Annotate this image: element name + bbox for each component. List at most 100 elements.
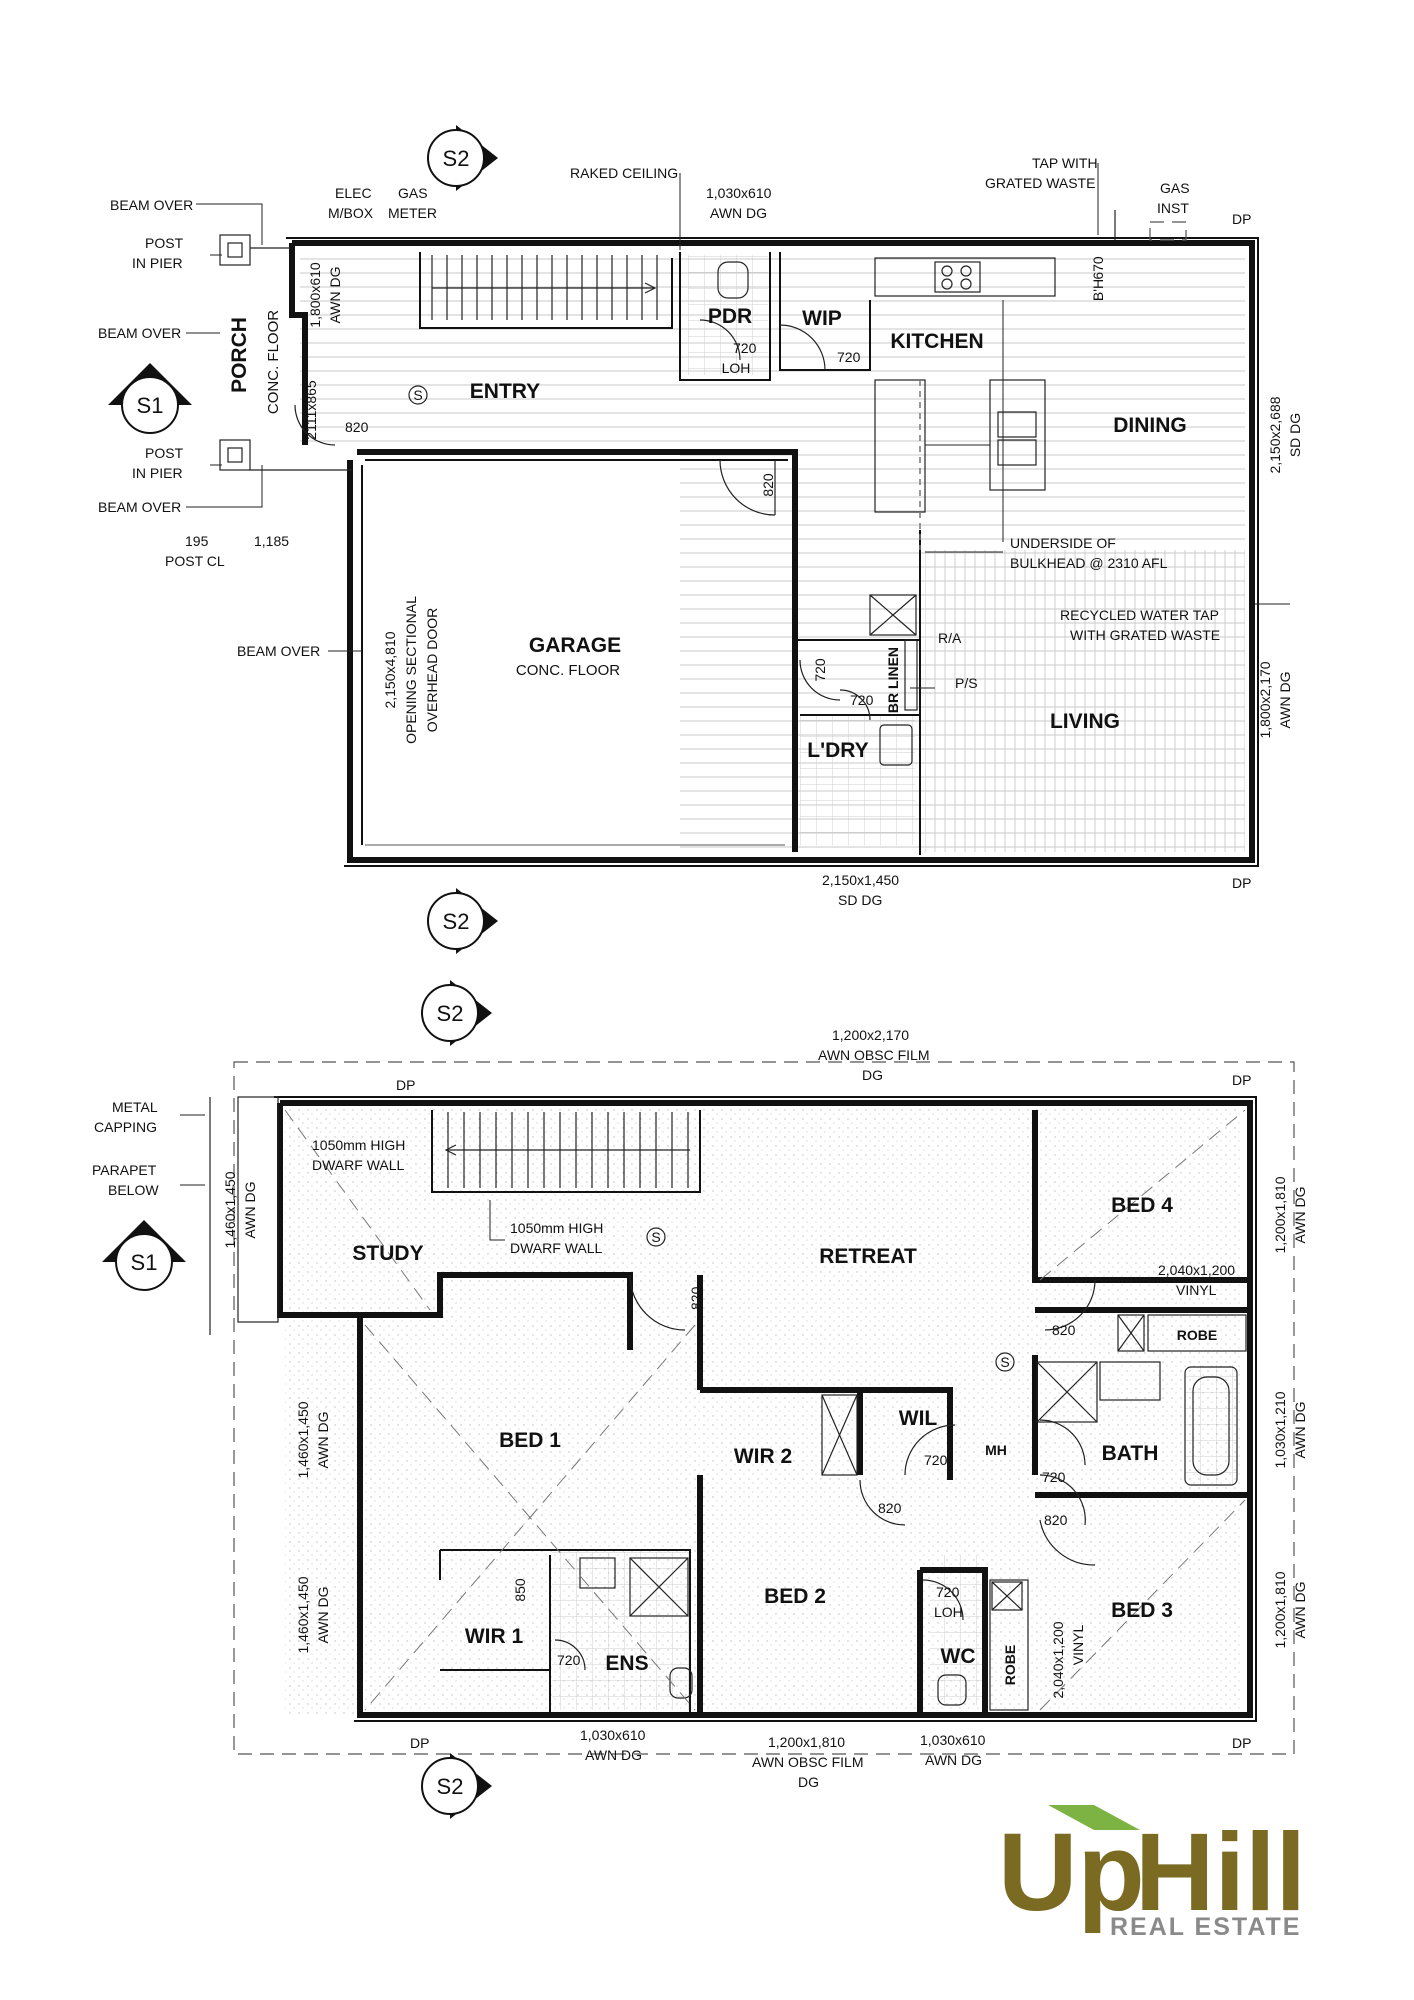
win-awn-dg-study: AWN DG bbox=[242, 1181, 258, 1238]
room-laundry: L'DRY bbox=[807, 739, 868, 762]
room-bed2: BED 2 bbox=[764, 1585, 826, 1608]
logo-word-hill: Hill bbox=[1135, 1811, 1306, 1934]
post-note-1: POST bbox=[145, 235, 184, 251]
win-awn-dg-1: AWN DG bbox=[710, 205, 767, 221]
section-marker-s1-ground: S1 bbox=[108, 363, 192, 434]
post-note-2: POST bbox=[145, 445, 184, 461]
win-1030-610: 1,030x610 bbox=[706, 185, 772, 201]
room-kitchen: KITCHEN bbox=[890, 330, 983, 353]
win-1800-2170: 1,800x2,170 bbox=[1257, 661, 1273, 738]
room-living: LIVING bbox=[1050, 710, 1120, 733]
room-ens: ENS bbox=[605, 1652, 648, 1675]
elec-note-2: M/BOX bbox=[328, 205, 374, 221]
pdr-loh-note: LOH bbox=[722, 360, 751, 376]
bh-note: B'H bbox=[1090, 279, 1106, 301]
robe-bed4-label: ROBE bbox=[1177, 1327, 1217, 1343]
svg-text:S1: S1 bbox=[137, 393, 164, 418]
door-820-bed4: 820 bbox=[1052, 1322, 1076, 1338]
room-dining: DINING bbox=[1113, 414, 1187, 437]
garage-door-note-1: 2,150x4,810 bbox=[382, 631, 398, 708]
wc-loh-note: LOH bbox=[934, 1604, 963, 1620]
uphill-real-estate-logo: Up Hill REAL ESTATE bbox=[998, 1805, 1306, 1941]
win-awn-dg-2: AWN DG bbox=[327, 266, 343, 323]
win-awn-dg-bed4: AWN DG bbox=[1292, 1186, 1308, 1243]
room-entry: ENTRY bbox=[470, 380, 540, 403]
smoke-detector-ground: S bbox=[413, 387, 422, 403]
parapet-note-2: BELOW bbox=[108, 1182, 159, 1198]
win-1200-1810-bed3: 1,200x1,810 bbox=[1272, 1571, 1288, 1648]
win-1460-1450-bed1a: 1,460x1,450 bbox=[295, 1401, 311, 1478]
parapet-note-1: PARAPET bbox=[92, 1162, 157, 1178]
door-820-garage: 820 bbox=[760, 473, 776, 497]
logo-word-up: Up bbox=[998, 1811, 1145, 1934]
door-720-wip: 720 bbox=[837, 349, 861, 365]
gas-meter-note-2: METER bbox=[388, 205, 437, 221]
logo-tagline: REAL ESTATE bbox=[1110, 1913, 1301, 1941]
ground-floor-labels: ENTRY PDR WIP KITCHEN DINING GARAGE CONC… bbox=[98, 155, 1303, 908]
win-awn-dg-wc: AWN DG bbox=[925, 1752, 982, 1768]
room-porch: PORCH bbox=[228, 317, 251, 393]
win-awn-obsc-top: AWN OBSC FILM bbox=[818, 1047, 930, 1063]
dp-upper-3: DP bbox=[410, 1735, 429, 1751]
door-720-laundry: 720 bbox=[812, 658, 828, 682]
gas-inst-note-1: GAS bbox=[1160, 180, 1190, 196]
win-awn-dg-bed1a: AWN DG bbox=[315, 1411, 331, 1468]
door-720-linen: 720 bbox=[850, 692, 874, 708]
underside-note-1: UNDERSIDE OF bbox=[1010, 535, 1116, 551]
beam-over-note-2: BEAM OVER bbox=[98, 325, 181, 341]
vinyl-note-1: VINYL bbox=[1176, 1282, 1217, 1298]
win-awn-dg-bed1b: AWN DG bbox=[315, 1586, 331, 1643]
dwarf-wall-note-1b: DWARF WALL bbox=[312, 1157, 405, 1173]
manhole-label: MH bbox=[985, 1442, 1007, 1458]
room-wil: WIL bbox=[899, 1407, 938, 1430]
raked-ceiling-note: RAKED CEILING bbox=[570, 165, 678, 181]
svg-text:S2: S2 bbox=[437, 1001, 464, 1026]
room-bed1: BED 1 bbox=[499, 1429, 561, 1452]
recycled-tap-note-2: WITH GRATED WASTE bbox=[1070, 627, 1220, 643]
dp-note-1: DP bbox=[1232, 211, 1251, 227]
door-820-bed3: 820 bbox=[1044, 1512, 1068, 1528]
garage-floor-label: CONC. FLOOR bbox=[516, 662, 620, 679]
room-wc: WC bbox=[941, 1645, 976, 1668]
door-720-ens: 720 bbox=[557, 1652, 581, 1668]
room-bed4: BED 4 bbox=[1111, 1194, 1173, 1217]
section-marker-s2-bottom: S2 bbox=[421, 1753, 492, 1819]
door-720-bath: 720 bbox=[1042, 1469, 1066, 1485]
stair-treads bbox=[431, 255, 658, 320]
section-marker-s2-mid: S2 bbox=[427, 888, 498, 954]
room-bed3: BED 3 bbox=[1111, 1599, 1173, 1622]
post-cl-note: POST CL bbox=[165, 553, 225, 569]
win-2111-865: 2111x865 bbox=[303, 380, 319, 440]
underside-note-2: BULKHEAD @ 2310 AFL bbox=[1010, 555, 1168, 571]
room-garage: GARAGE bbox=[529, 634, 621, 657]
door-720-pdr: 720 bbox=[733, 340, 757, 356]
win-1030-610-ens: 1,030x610 bbox=[580, 1727, 646, 1743]
dim-195: 195 bbox=[185, 533, 209, 549]
win-1460-1450-study: 1,460x1,450 bbox=[222, 1171, 238, 1248]
vinyl-note-2: VINYL bbox=[1070, 1625, 1086, 1666]
in-pier-note-1: IN PIER bbox=[132, 255, 183, 271]
door-820-retreat: 820 bbox=[688, 1286, 704, 1310]
robe-bed3-label: ROBE bbox=[1002, 1645, 1018, 1685]
win-2040-1200-bed3: 2,040x1,200 bbox=[1050, 1621, 1066, 1698]
in-pier-note-2: IN PIER bbox=[132, 465, 183, 481]
win-2150-2688: 2,150x2,688 bbox=[1267, 396, 1283, 473]
dim-1185: 1,185 bbox=[254, 533, 289, 549]
win-awn-dg-bath: AWN DG bbox=[1292, 1401, 1308, 1458]
win-2040-1200-bed4: 2,040x1,200 bbox=[1158, 1262, 1235, 1278]
dwarf-wall-note-1a: 1050mm HIGH bbox=[312, 1137, 405, 1153]
ps-note: P/S bbox=[955, 675, 978, 691]
br-linen-label: BR LINEN bbox=[885, 647, 901, 713]
win-sd-dg-1: SD DG bbox=[1287, 413, 1303, 457]
dwarf-wall-note-2a: 1050mm HIGH bbox=[510, 1220, 603, 1236]
win-1200-1810-bed2: 1,200x1,810 bbox=[768, 1734, 845, 1750]
section-marker-s2-top: S2 bbox=[427, 125, 498, 191]
door-820-porch: 820 bbox=[345, 419, 369, 435]
win-1030-610-wc: 1,030x610 bbox=[920, 1732, 986, 1748]
room-wir1: WIR 1 bbox=[465, 1625, 524, 1648]
metal-capping-note-2: CAPPING bbox=[94, 1119, 157, 1135]
metal-capping-note-1: METAL bbox=[112, 1099, 158, 1115]
win-awn-obsc-bed2: AWN OBSC FILM bbox=[752, 1754, 864, 1770]
logo-roof-icon bbox=[1048, 1805, 1140, 1830]
